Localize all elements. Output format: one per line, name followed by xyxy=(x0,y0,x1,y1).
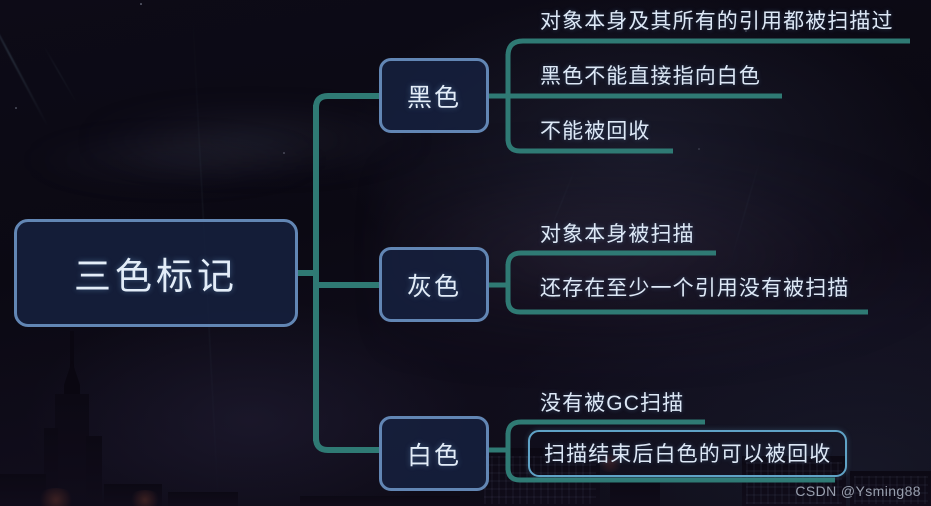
underline-gray-leaf-1 xyxy=(505,250,716,267)
node-branch-gray-label: 灰色 xyxy=(406,272,461,301)
node-branch-gray[interactable]: 灰色 xyxy=(379,247,489,322)
leaf-gray-2[interactable]: 还存在至少一个引用没有被扫描 xyxy=(540,277,850,300)
star-icon xyxy=(620,12,622,14)
background-cloud-upper xyxy=(90,100,420,180)
leaf-gray-1[interactable]: 对象本身被扫描 xyxy=(540,223,695,246)
underline-black-leaf-1 xyxy=(505,38,910,57)
star-icon xyxy=(745,30,747,32)
watermark: CSDN @Ysming88 xyxy=(795,483,921,499)
leaf-black-1[interactable]: 对象本身及其所有的引用都被扫描过 xyxy=(540,10,894,33)
node-root[interactable]: 三色标记 xyxy=(14,219,298,327)
node-branch-black[interactable]: 黑色 xyxy=(379,58,489,133)
star-icon xyxy=(283,152,285,154)
star-icon xyxy=(140,3,142,5)
connector-to-white xyxy=(313,437,379,453)
star-icon xyxy=(15,107,17,109)
leaf-black-2[interactable]: 黑色不能直接指向白色 xyxy=(540,65,761,88)
node-branch-white-label: 白色 xyxy=(406,441,461,470)
leaf-white-2-selected[interactable]: 扫描结束后白色的可以被回收 xyxy=(528,430,848,477)
node-root-label: 三色标记 xyxy=(74,256,238,297)
star-icon xyxy=(698,148,700,150)
leaf-black-3[interactable]: 不能被回收 xyxy=(540,120,651,143)
connector-to-black xyxy=(313,93,379,109)
node-branch-white[interactable]: 白色 xyxy=(379,416,489,491)
leaf-white-1[interactable]: 没有被GC扫描 xyxy=(540,392,685,415)
background-cloud-lower xyxy=(30,130,320,190)
node-branch-black-label: 黑色 xyxy=(406,83,461,112)
